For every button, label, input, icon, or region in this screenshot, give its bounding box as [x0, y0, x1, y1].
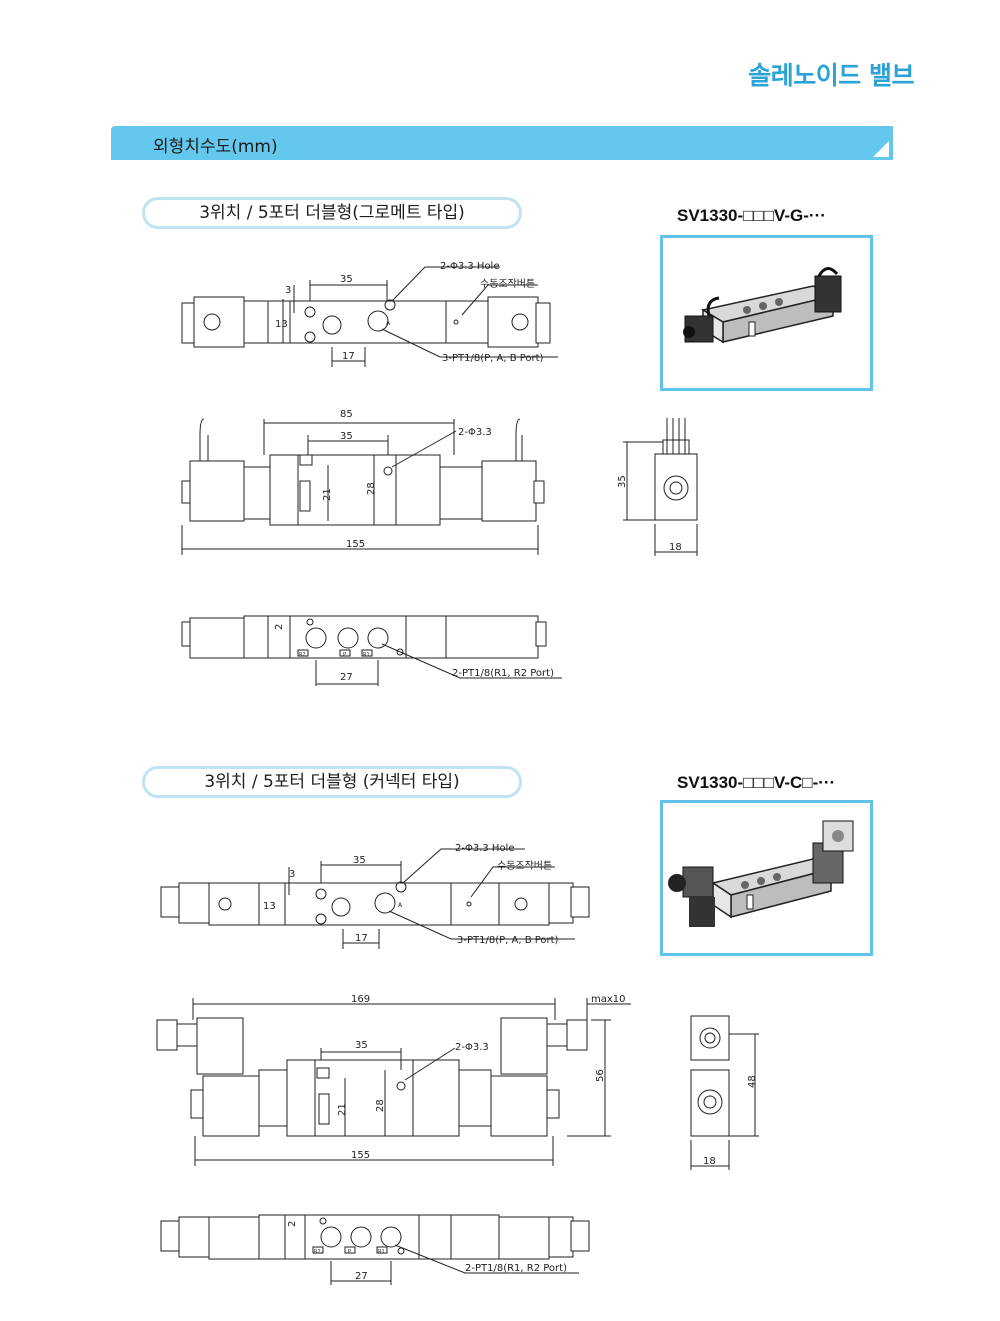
dim-21: 21 [322, 488, 333, 501]
label-pab-port: 3-PT1/8(P, A, B Port) [442, 353, 544, 364]
dim-35: 35 [340, 431, 353, 442]
label-mount: 2-Φ3.3 [455, 1042, 489, 1053]
corner-fold-icon [873, 141, 889, 157]
dim-13: 13 [275, 319, 288, 330]
port-mark-a: A [386, 320, 391, 327]
section-header-bar: 외형치수도(mm) [111, 126, 893, 160]
label-pab-port: 3-PT1/8(P, A, B Port) [457, 935, 559, 946]
dim-35: 35 [617, 475, 628, 488]
port-mark-r1: R1 [363, 652, 370, 658]
dim-13: 13 [263, 901, 276, 912]
dim-27: 27 [355, 1271, 368, 1282]
dim-56: 56 [595, 1069, 606, 1082]
port-mark-r2: R2 [314, 1249, 321, 1255]
dim-35: 35 [355, 1040, 368, 1051]
port-mark-r2: R2 [299, 652, 306, 658]
port-mark-p: P [348, 1249, 351, 1255]
label-r-port: 2-PT1/8(R1, R2 Port) [452, 668, 554, 679]
label-hole: 2-Φ3.3 Hole [440, 261, 500, 272]
dim-35: 35 [353, 855, 366, 866]
dim-155: 155 [346, 539, 365, 550]
dim-2: 2 [287, 1221, 298, 1227]
side-view-drawing-1: 35 18 [617, 418, 698, 556]
bottom-view-drawing-2: 2 27 2-PT1/8(R1, R2 Port) R2 P R1 [160, 1214, 590, 1285]
type-label-connector: 3위치 / 5포터 더블형 (커넥터 타입) [142, 766, 522, 798]
top-view-drawing-2: 35 3 13 17 2-Φ3.3 Hole 수동조작버튼 3-PT1/8(P,… [160, 843, 590, 949]
type-label-text: 3위치 / 5포터 더블형 (커넥터 타입) [204, 772, 460, 792]
dim-169: 169 [351, 994, 370, 1005]
side-view-drawing-2: 48 18 [690, 1015, 759, 1170]
bottom-view-drawing-1: 2 27 2-PT1/8(R1, R2 Port) R2 P R1 [181, 615, 562, 686]
dim-3: 3 [289, 869, 295, 880]
label-manual: 수동조작버튼 [497, 860, 552, 872]
dim-17: 17 [342, 351, 355, 362]
label-hole: 2-Φ3.3 Hole [455, 843, 515, 854]
port-mark-p: P [343, 652, 346, 658]
dim-48: 48 [747, 1075, 758, 1088]
label-manual: 수동조작버튼 [480, 278, 535, 290]
dim-85: 85 [340, 409, 353, 420]
page-title: 솔레노이드 밸브 [748, 61, 914, 90]
dim-28: 28 [366, 482, 377, 495]
front-view-drawing-2: 169 max10 35 2-Φ3.3 21 28 56 155 [156, 994, 631, 1166]
dim-max10: max10 [591, 994, 626, 1005]
product-photo-grommet [660, 235, 873, 391]
section-title: 외형치수도(mm) [153, 137, 278, 157]
dim-35: 35 [340, 274, 353, 285]
dim-17: 17 [355, 933, 368, 944]
dim-155: 155 [351, 1150, 370, 1161]
dim-21: 21 [337, 1103, 348, 1116]
dim-3: 3 [285, 285, 291, 296]
label-mount: 2-Φ3.3 [458, 427, 492, 438]
model-number-grommet: SV1330-□□□V-G-··· [677, 206, 826, 225]
dim-27: 27 [340, 672, 353, 683]
port-mark-a: A [398, 902, 403, 909]
type-label-text: 3위치 / 5포터 더블형(그로메트 타입) [199, 203, 465, 223]
port-mark-r1: R1 [378, 1249, 385, 1255]
type-label-grommet: 3위치 / 5포터 더블형(그로메트 타입) [142, 197, 522, 229]
dim-28: 28 [375, 1099, 386, 1112]
valve-illustration [683, 267, 842, 344]
product-photo-connector [660, 800, 873, 956]
dim-2: 2 [274, 624, 285, 630]
dim-18: 18 [669, 542, 682, 553]
model-number-connector: SV1330-□□□V-C□-··· [677, 773, 836, 792]
top-view-drawing-1: 35 3 13 17 2-Φ3.3 Hole 수동조작버튼 3-PT1/8(P,… [181, 261, 558, 367]
front-view-drawing-1: 85 35 21 28 2-Φ3.3 155 [181, 409, 545, 555]
dim-18: 18 [703, 1156, 716, 1167]
valve-illustration [668, 820, 854, 927]
label-r-port: 2-PT1/8(R1, R2 Port) [465, 1263, 567, 1274]
